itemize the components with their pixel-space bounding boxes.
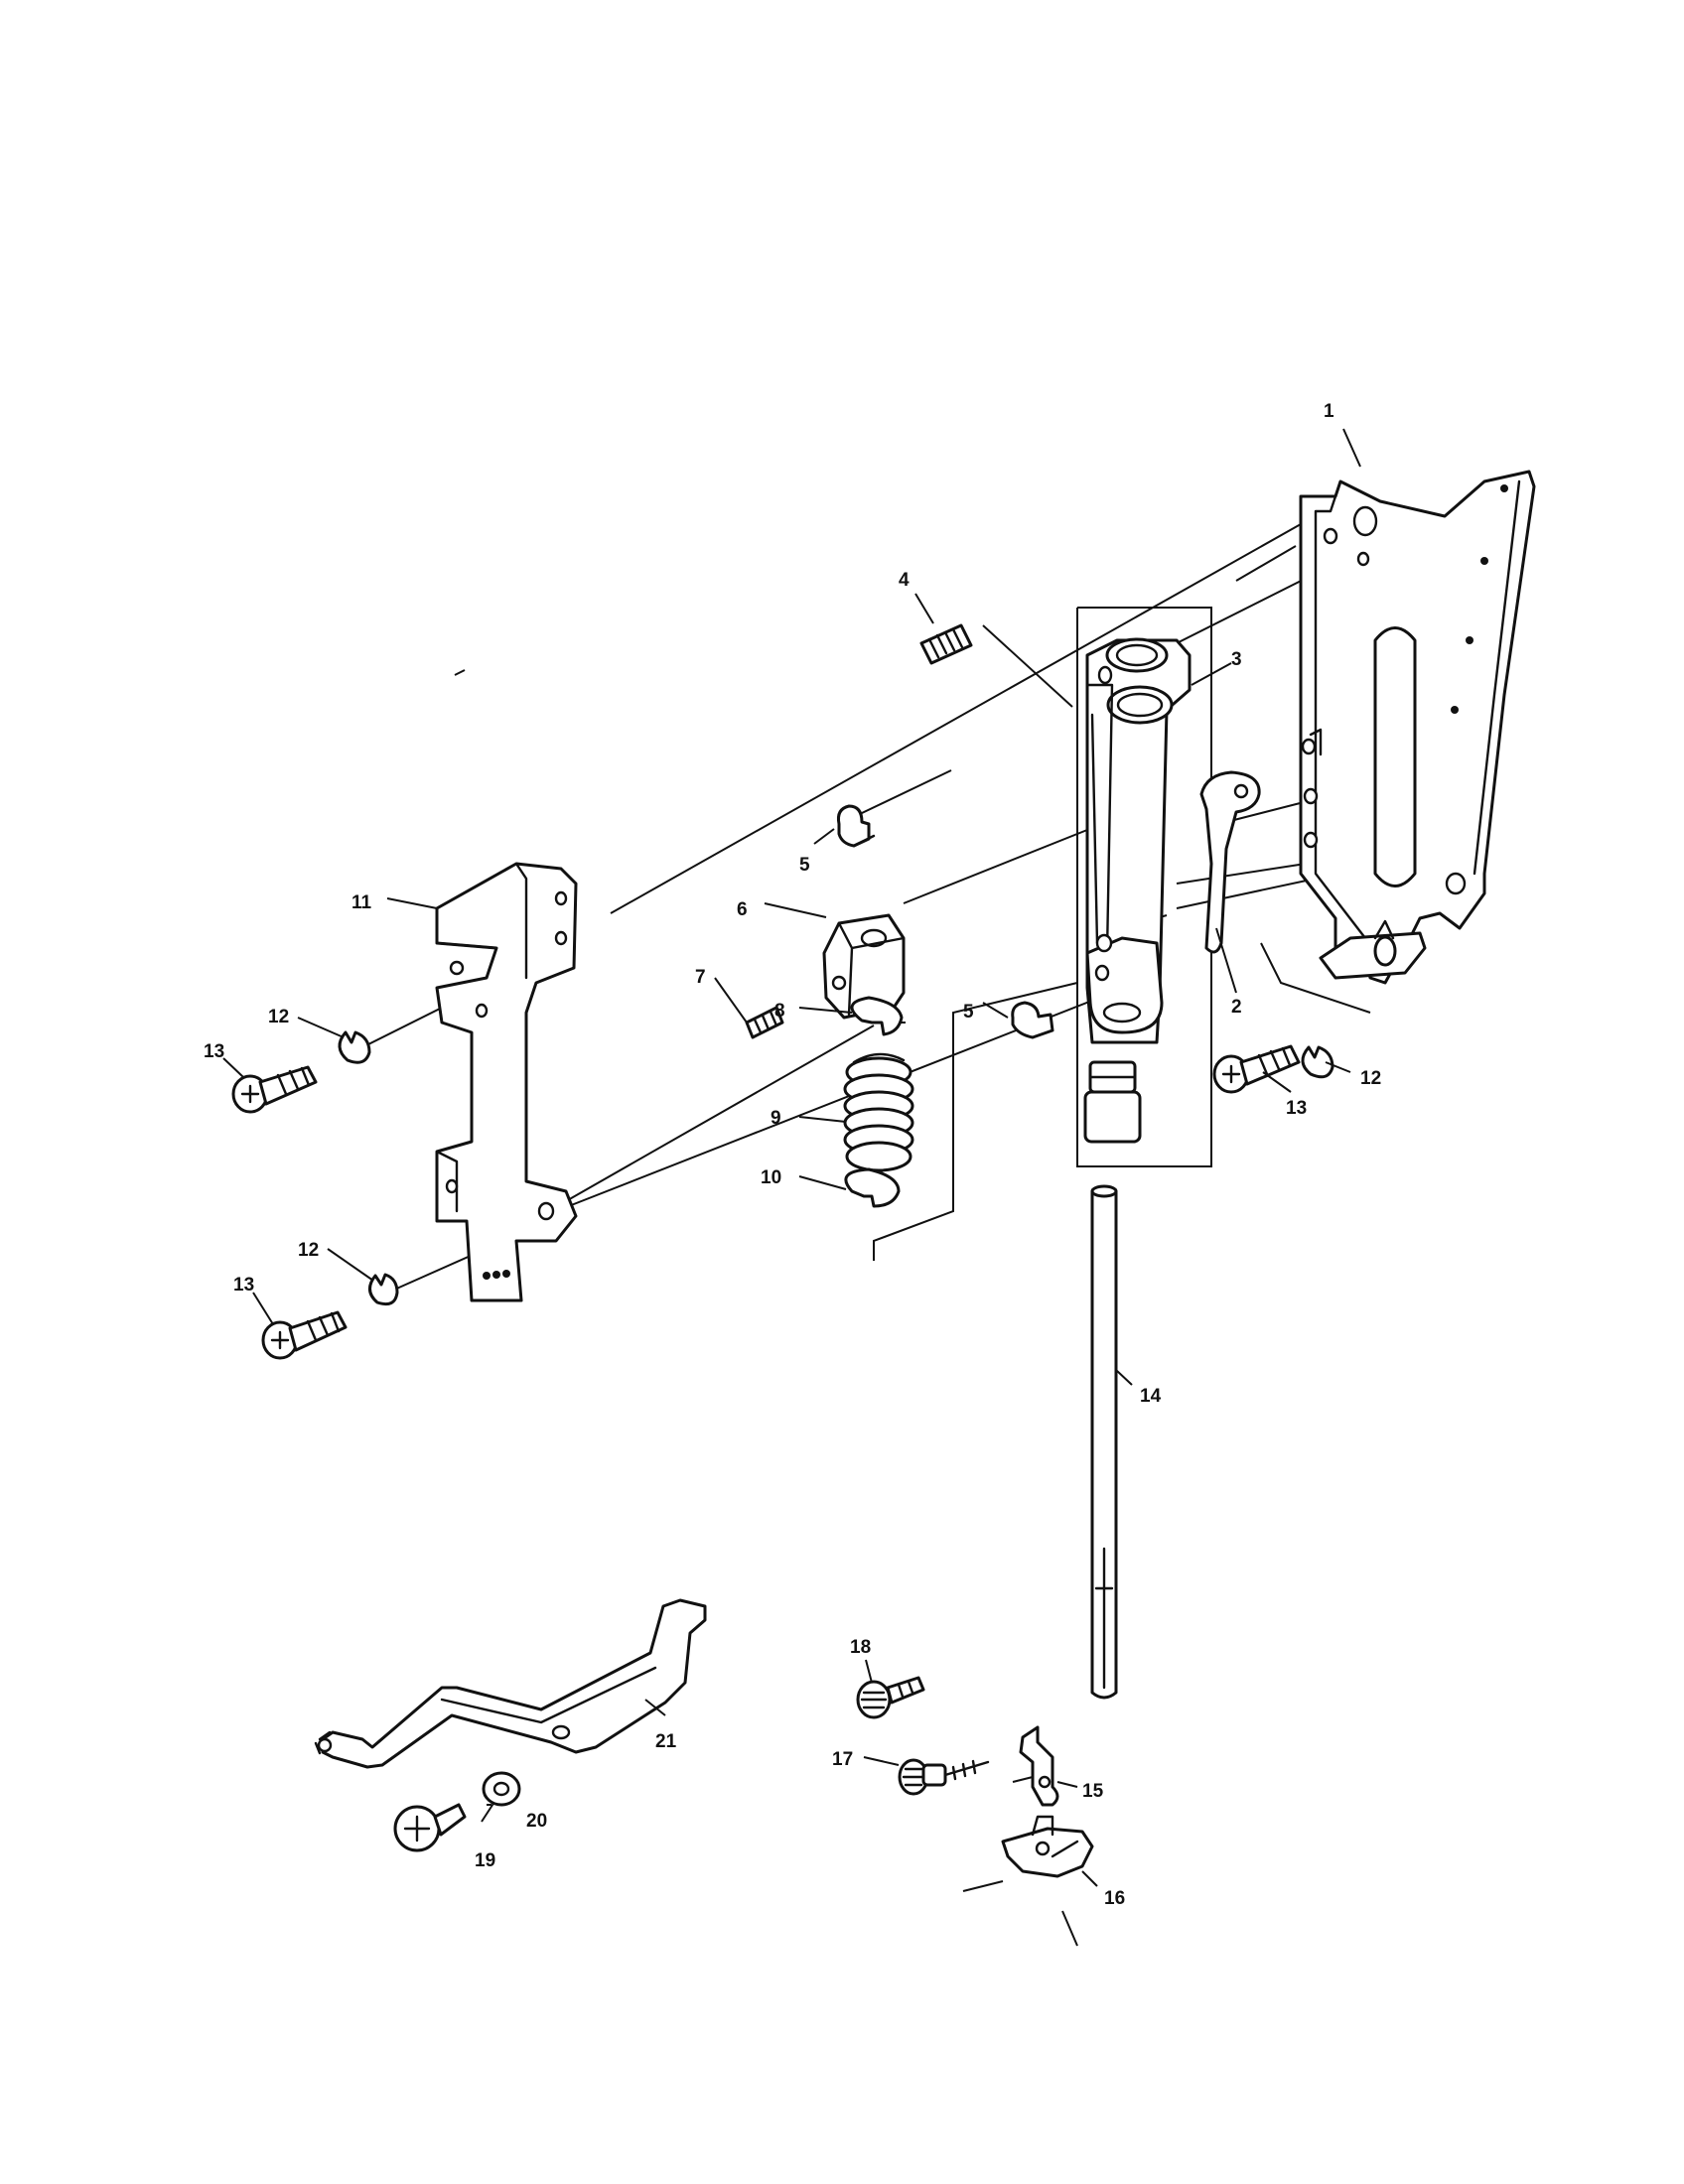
label-12-left-lower: 12 <box>298 1240 319 1261</box>
callout-labels: 1 2 3 4 5 5 6 7 8 9 10 11 12 12 12 13 13… <box>204 401 1381 1909</box>
label-21: 21 <box>655 1731 677 1752</box>
part-3-vertical-bracket <box>1083 637 1192 1144</box>
label-11: 11 <box>351 892 372 913</box>
part-14-shaft <box>1090 1184 1118 1700</box>
part-5-screw-lower <box>1011 1001 1054 1039</box>
label-14: 14 <box>1140 1386 1162 1407</box>
part-16-foot-piece <box>1001 1815 1094 1878</box>
part-12-lock-washer-left-lower <box>368 1273 399 1306</box>
label-13-right: 13 <box>1286 1098 1307 1119</box>
part-18-thumb-screw <box>856 1676 925 1719</box>
part-15-clamp-plate <box>1019 1725 1059 1807</box>
label-4: 4 <box>899 570 910 591</box>
part-19-screw <box>393 1803 467 1852</box>
label-12-right: 12 <box>1360 1068 1381 1089</box>
part-13-screw-left-lower <box>261 1310 348 1360</box>
part-13-screw-left-upper <box>231 1065 318 1114</box>
part-4-set-screw <box>919 623 973 665</box>
label-17: 17 <box>832 1749 853 1770</box>
label-1: 1 <box>1324 401 1334 422</box>
part-12-lock-washer-right <box>1301 1045 1334 1079</box>
label-7: 7 <box>695 967 706 988</box>
label-18: 18 <box>850 1637 871 1658</box>
part-12-lock-washer-left-upper <box>338 1030 371 1064</box>
label-13-left-upper: 13 <box>204 1041 224 1062</box>
part-13-screw-right <box>1212 1044 1301 1094</box>
label-leaders <box>222 428 1361 1887</box>
label-5-lower: 5 <box>963 1002 974 1023</box>
part-8-e-ring <box>850 996 904 1036</box>
part-21-bent-link <box>314 1598 707 1769</box>
part-10-e-ring <box>844 1167 901 1208</box>
label-15: 15 <box>1082 1781 1104 1802</box>
label-10: 10 <box>761 1167 781 1188</box>
label-19: 19 <box>475 1850 495 1871</box>
part-11-front-bracket <box>435 862 578 1302</box>
part-1-side-frame <box>1299 470 1536 985</box>
label-20: 20 <box>526 1811 547 1832</box>
label-2: 2 <box>1231 997 1242 1018</box>
label-3: 3 <box>1231 649 1242 670</box>
part-17-thumb-screw <box>898 1758 990 1796</box>
part-20-washer <box>482 1771 521 1807</box>
label-12-left-upper: 12 <box>268 1007 289 1027</box>
part-5-screw-upper <box>837 804 876 848</box>
label-8: 8 <box>774 1001 785 1022</box>
label-13-left-lower: 13 <box>233 1275 254 1296</box>
part-2-link-lever <box>1199 770 1261 954</box>
label-16: 16 <box>1104 1888 1125 1909</box>
part-9-spring <box>843 1052 914 1172</box>
label-9: 9 <box>771 1108 781 1129</box>
label-5-upper: 5 <box>799 855 810 876</box>
part-6-collar-block <box>822 913 906 1020</box>
part-7-set-screw <box>745 1006 784 1039</box>
label-6: 6 <box>737 899 748 920</box>
